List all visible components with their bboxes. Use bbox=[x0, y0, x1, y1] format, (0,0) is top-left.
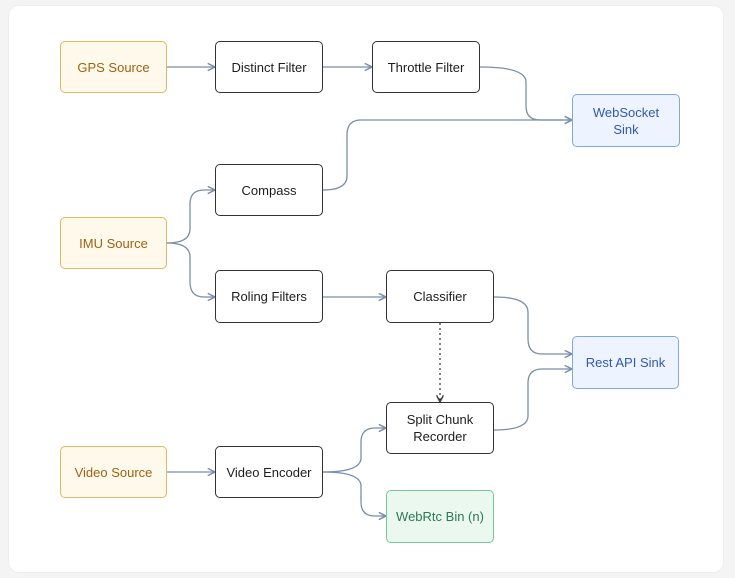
node-label: Video Encoder bbox=[226, 464, 312, 480]
edge-throttle-filter-to-websocket-sink bbox=[479, 66, 572, 120]
edge-video-encoder-to-webrtc-bin bbox=[322, 471, 386, 516]
node-video-encoder: Video Encoder bbox=[215, 446, 323, 498]
node-label: Roling Filters bbox=[231, 289, 307, 304]
node-label: Video Source bbox=[74, 464, 153, 480]
node-classifier: Classifier bbox=[386, 270, 494, 323]
node-label: WebRtc Bin (n) bbox=[396, 509, 484, 524]
edge-imu-source-to-roling-filters bbox=[166, 242, 215, 297]
edge-compass-to-websocket-sink bbox=[322, 120, 572, 191]
node-label: IMU Source bbox=[79, 235, 148, 251]
edge-imu-source-to-compass bbox=[166, 190, 215, 244]
node-distinct-filter: Distinct Filter bbox=[215, 41, 323, 93]
node-compass: Compass bbox=[215, 164, 323, 216]
node-label: Rest API Sink bbox=[585, 355, 666, 370]
node-gps-source: GPS Source bbox=[60, 41, 167, 93]
node-label: Split Chunk Recorder bbox=[406, 412, 474, 444]
node-roling-filters: Roling Filters bbox=[215, 270, 323, 323]
node-split-chunk-recorder: Split Chunk Recorder bbox=[386, 402, 494, 454]
node-imu-source: IMU Source bbox=[60, 217, 167, 269]
node-label: GPS Source bbox=[77, 59, 150, 75]
node-throttle-filter: Throttle Filter bbox=[372, 41, 480, 93]
node-label: Classifier bbox=[413, 289, 467, 304]
node-video-source: Video Source bbox=[60, 446, 167, 498]
node-label: Compass bbox=[241, 182, 297, 198]
edge-split-chunk-recorder-to-rest-api-sink bbox=[493, 369, 572, 431]
edge-classifier-to-rest-api-sink bbox=[493, 296, 572, 354]
node-websocket-sink: WebSocket Sink bbox=[572, 94, 680, 147]
node-webrtc-bin: WebRtc Bin (n) bbox=[386, 490, 494, 543]
edge-video-encoder-to-split-chunk-recorder bbox=[322, 428, 386, 473]
node-label: Throttle Filter bbox=[387, 59, 465, 75]
node-rest-api-sink: Rest API Sink bbox=[572, 336, 679, 389]
node-label: WebSocket Sink bbox=[592, 104, 660, 137]
node-label: Distinct Filter bbox=[231, 59, 307, 75]
